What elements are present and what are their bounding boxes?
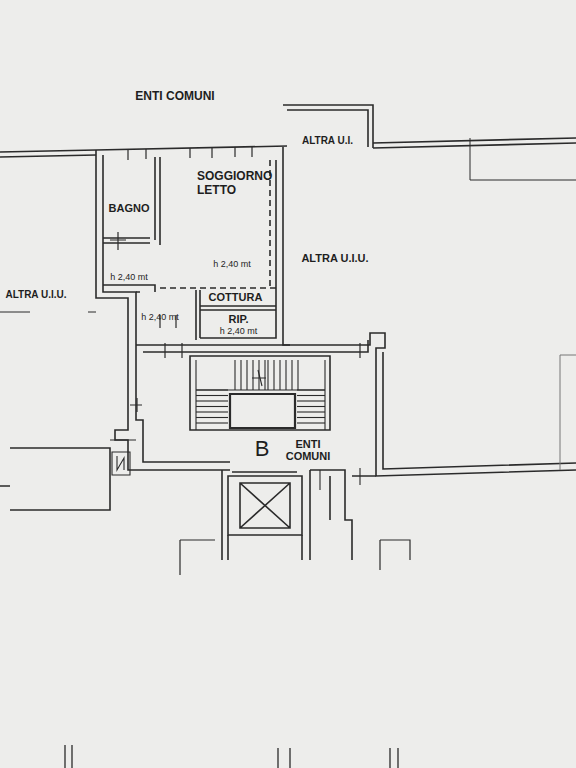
unit-name: ALTRA U.I.U. xyxy=(301,252,368,264)
height-note: h 2,40 mt xyxy=(110,272,148,282)
room-name: BAGNO xyxy=(109,202,150,215)
height-note: h 2,40 mt xyxy=(141,313,179,323)
stair-letter: B xyxy=(255,437,270,461)
unit-name: ALTRA U.I.U. xyxy=(5,289,66,300)
room-name: COTTURA xyxy=(209,291,263,304)
room-name: SOGGIORNO LETTO xyxy=(197,170,267,198)
room: COTTURA xyxy=(201,289,270,306)
unit-name: ALTRA U.I. xyxy=(302,135,353,147)
room: SOGGIORNO LETTO h 2,40 mt xyxy=(161,158,269,287)
room: BAGNO h 2,40 mt xyxy=(104,158,154,284)
room-name: RIP. xyxy=(229,313,249,326)
unit-box: ALTRA U.I. xyxy=(288,111,367,147)
room: RIP.h 2,40 mt xyxy=(201,311,276,338)
area-name: ENTI COMUNI xyxy=(135,90,214,103)
height-note: h 2,40 mt xyxy=(220,326,258,336)
area-name: ENTI COMUNI xyxy=(283,438,333,462)
height-note: h 2,40 mt xyxy=(213,259,251,269)
